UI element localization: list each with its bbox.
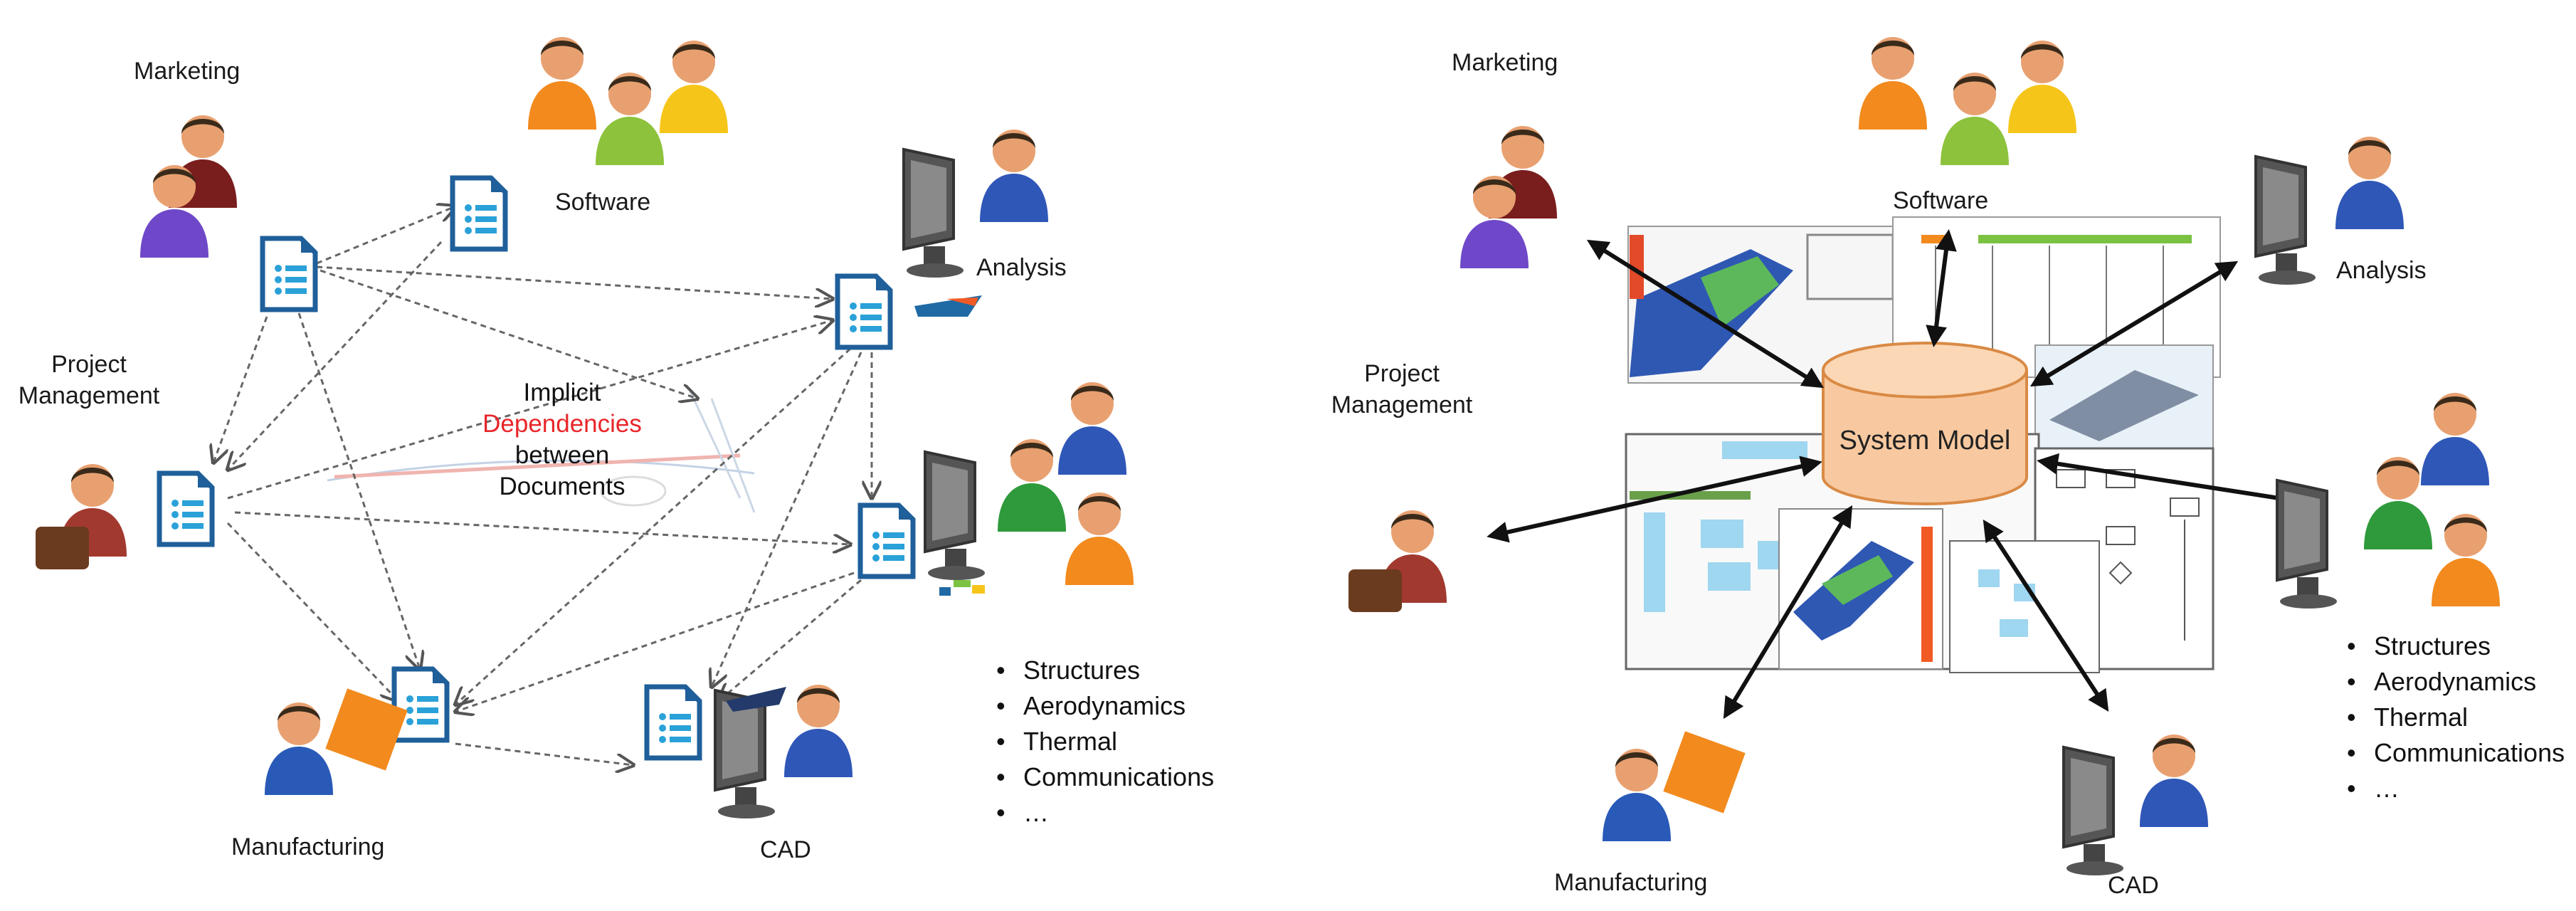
implicit-line: Implicit	[523, 379, 601, 406]
right-analysis-label: Analysis	[2336, 257, 2427, 284]
engineering-team-icon	[924, 382, 1134, 585]
software-people-icon	[528, 37, 728, 165]
right-cad-workstation-icon	[2062, 734, 2208, 877]
left-management-label: Management	[18, 382, 160, 409]
list-item: Communications	[2347, 735, 2565, 771]
system-model-label: System Model	[1839, 426, 2011, 456]
between-line: between	[514, 441, 610, 469]
analysis-document-icon	[838, 276, 890, 347]
left-software-label: Software	[555, 189, 651, 216]
list-item: …	[996, 795, 1214, 831]
project-management-person-icon	[36, 464, 127, 569]
cad-thumbnail-image	[726, 687, 786, 712]
left-analysis-label: Analysis	[976, 254, 1067, 281]
list-item: Aerodynamics	[2347, 664, 2565, 700]
left-discipline-list: Structures Aerodynamics Thermal Communic…	[996, 653, 1214, 831]
right-software-people-icon	[1859, 37, 2076, 165]
right-software-label: Software	[1893, 187, 1989, 214]
right-project-management-person-icon	[1348, 510, 1447, 612]
airplane-sketch	[327, 391, 756, 513]
left-marketing-label: Marketing	[134, 58, 241, 85]
dependency-connectors	[213, 206, 872, 765]
right-marketing-people-icon	[1460, 126, 1557, 268]
list-item: Aerodynamics	[996, 688, 1214, 724]
right-cad-label: CAD	[2108, 872, 2159, 899]
project-management-document-icon	[159, 473, 212, 544]
left-project-label: Project	[51, 351, 127, 378]
marketing-document-icon	[263, 238, 315, 310]
left-manufacturing-label: Manufacturing	[231, 833, 385, 860]
right-discipline-list: Structures Aerodynamics Thermal Communic…	[2347, 628, 2565, 806]
right-management-label: Management	[1331, 391, 1473, 418]
list-item: Thermal	[2347, 700, 2565, 735]
list-item: Structures	[2347, 628, 2565, 664]
right-manufacturing-worker-icon	[1603, 731, 1746, 841]
right-marketing-label: Marketing	[1452, 49, 1558, 76]
marketing-people-icon	[140, 115, 237, 258]
list-item: Structures	[996, 653, 1214, 688]
analysis-thumbnail-image	[914, 295, 982, 317]
right-project-management-label: Project Management	[1324, 358, 1480, 421]
right-project-label: Project	[1364, 360, 1440, 387]
software-document-icon	[453, 178, 505, 249]
documents-line: Documents	[499, 473, 625, 500]
right-manufacturing-label: Manufacturing	[1554, 869, 1708, 896]
dependencies-line: Dependencies	[482, 410, 642, 438]
left-cad-label: CAD	[760, 836, 811, 863]
manufacturing-worker-icon	[265, 688, 408, 795]
implicit-dependencies-text: Implicit Dependencies between Documents	[455, 377, 669, 502]
list-item: …	[2347, 771, 2565, 806]
system-model-cylinder-icon	[1822, 342, 2028, 505]
left-panel	[36, 37, 1134, 820]
team-document-icon	[860, 505, 913, 576]
cad-document-icon	[647, 687, 700, 758]
right-engineering-team-icon	[2276, 393, 2500, 610]
team-thumbnail-image	[939, 580, 985, 596]
list-item: Communications	[996, 759, 1214, 795]
left-project-management-label: Project Management	[14, 349, 164, 411]
system-model-connectors	[1487, 229, 2306, 720]
manufacturing-document-icon	[394, 669, 447, 740]
list-item: Thermal	[996, 724, 1214, 759]
right-panel	[1348, 37, 2500, 877]
